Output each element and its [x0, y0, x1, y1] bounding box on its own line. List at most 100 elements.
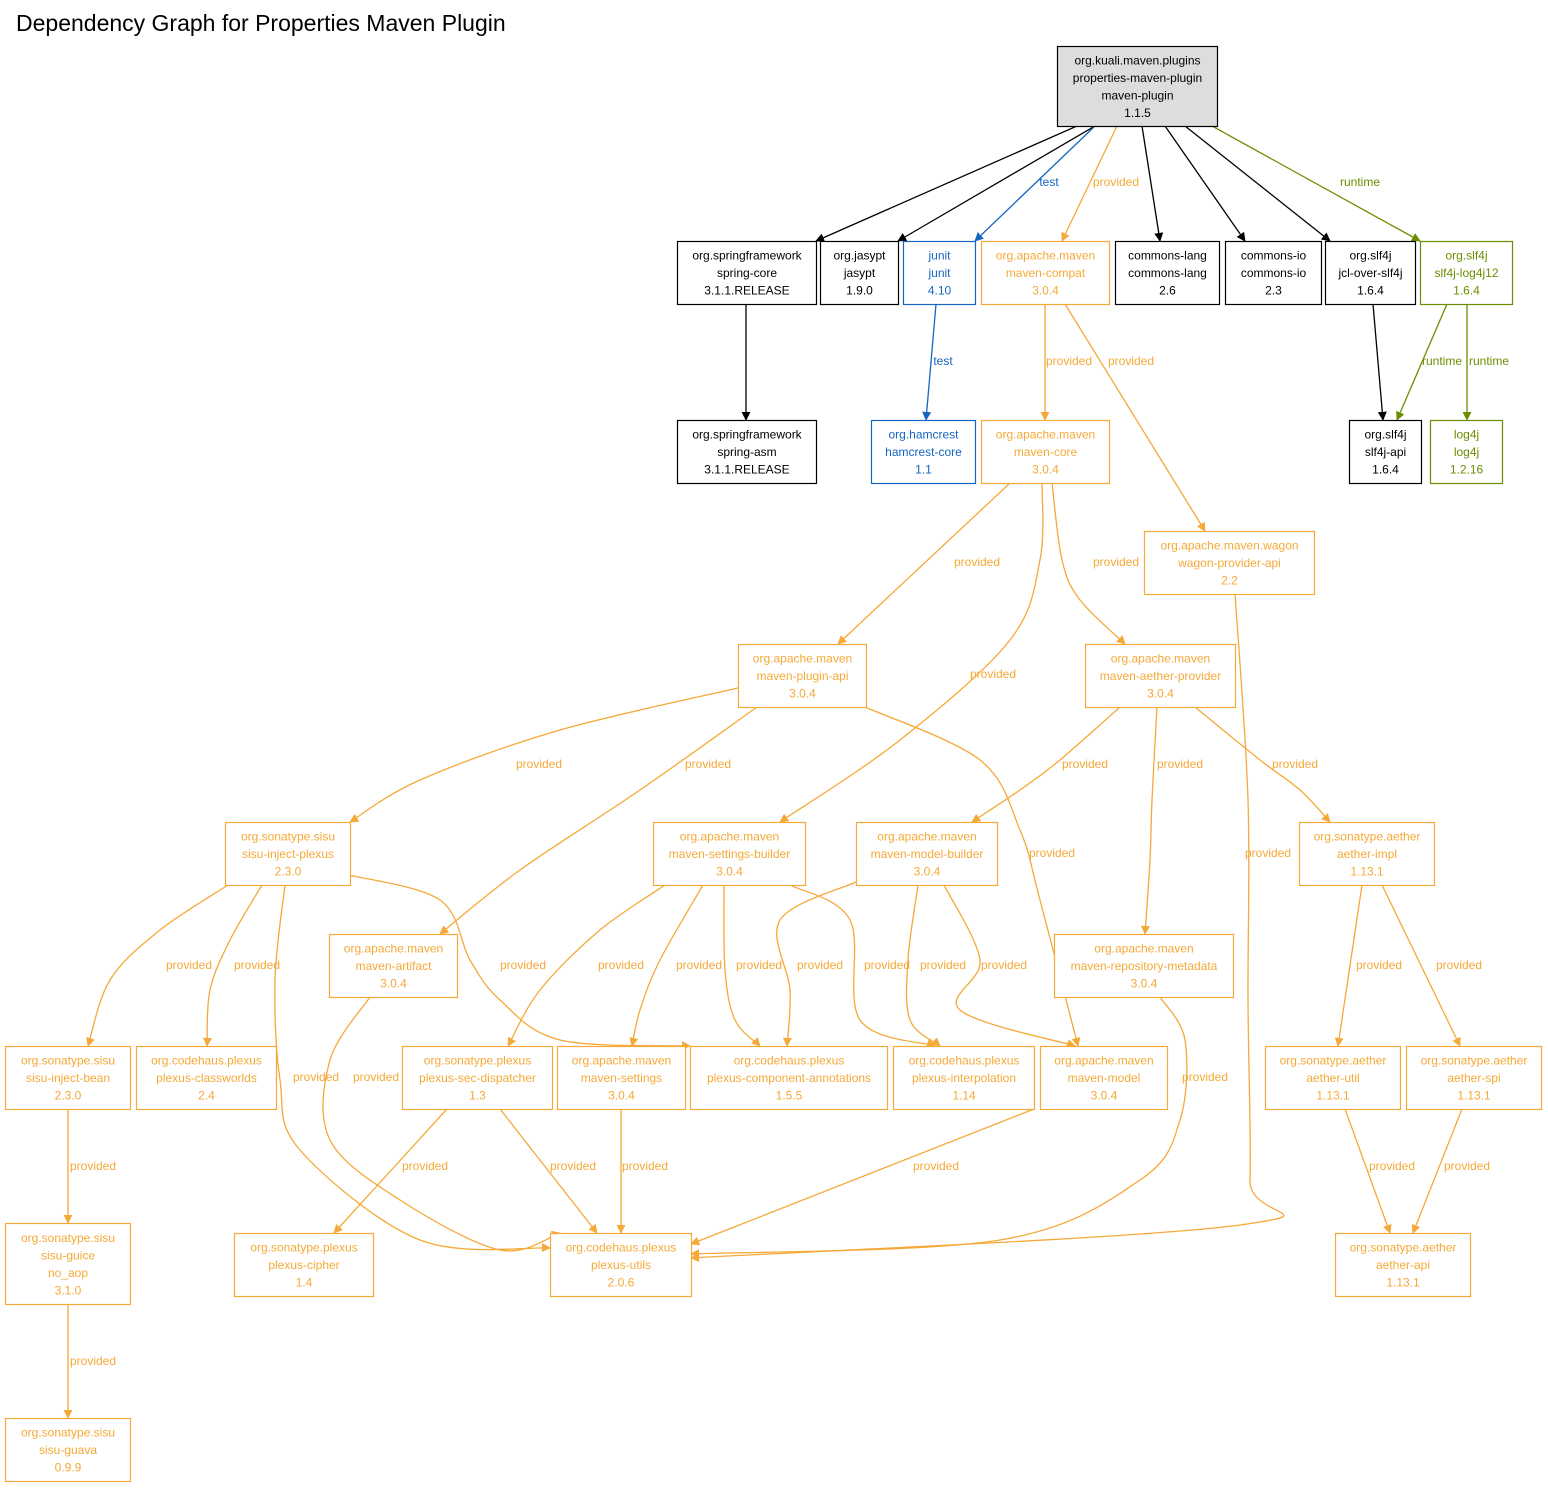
node-box	[980, 419, 1111, 485]
node-box	[1334, 1232, 1472, 1298]
node-label-line: sisu-inject-bean	[26, 1071, 110, 1085]
edge-label: provided	[1436, 958, 1482, 972]
edge-plugin-api-to-maven-artifact	[439, 706, 758, 935]
node-label-line: 3.0.4	[608, 1089, 635, 1103]
node-label-line: 3.0.4	[789, 687, 816, 701]
edge-model-builder-to-maven-model	[943, 884, 1076, 1048]
node-box	[892, 1045, 1036, 1111]
edge-label: provided	[1108, 354, 1154, 368]
edge-wagon-to-plexus-utils	[690, 593, 1285, 1263]
node-label-line: 3.0.4	[1091, 1089, 1118, 1103]
node-box	[689, 1045, 889, 1111]
node-label-line: org.springframework	[692, 428, 802, 442]
node-box	[4, 1417, 132, 1483]
edge-label: provided	[70, 1354, 116, 1368]
node-label-line: junit	[927, 266, 951, 280]
edge-maven-core-to-aether-provider	[1051, 482, 1126, 645]
edge-root-to-jcl-over-slf4j	[1184, 125, 1331, 242]
node-label-line: spring-core	[717, 266, 777, 280]
node-root[interactable]: org.kuali.maven.pluginsproperties-maven-…	[1056, 45, 1219, 128]
edge-label: provided	[1029, 846, 1075, 860]
node-aether-provider[interactable]: org.apache.mavenmaven-aether-provider3.0…	[1084, 643, 1237, 709]
node-label-line: 3.1.1.RELEASE	[704, 284, 789, 298]
node-wagon[interactable]: org.apache.maven.wagonwagon-provider-api…	[1143, 530, 1316, 596]
edge-label: provided	[293, 1070, 339, 1084]
diagram-title: Dependency Graph for Properties Maven Pl…	[16, 10, 506, 36]
edge-sec-dispatcher-to-plexus-utils	[499, 1108, 598, 1234]
node-box	[1264, 1045, 1402, 1111]
edge-label: provided	[1046, 354, 1092, 368]
node-box	[1056, 45, 1219, 128]
edge-label: provided	[622, 1159, 668, 1173]
edge-settings-builder-to-comp-annotations	[723, 884, 761, 1047]
edge-label: provided	[981, 958, 1027, 972]
edge-sisu-inject-plexus-to-sisu-inject-bean	[86, 884, 229, 1047]
edge-label: provided	[797, 958, 843, 972]
edge-model-builder-to-interpolation	[905, 884, 941, 1047]
node-interpolation[interactable]: org.codehaus.plexusplexus-interpolation1…	[892, 1045, 1036, 1111]
node-box	[1224, 240, 1323, 306]
node-settings-builder[interactable]: org.apache.mavenmaven-settings-builder3.…	[652, 821, 807, 887]
edge-plugin-api-to-sisu-inject-plexus	[349, 687, 739, 823]
node-label-line: spring-asm	[717, 445, 776, 459]
node-label-line: 3.0.4	[1147, 687, 1174, 701]
node-spring-core[interactable]: org.springframeworkspring-core3.1.1.RELE…	[676, 240, 818, 306]
node-box	[135, 1045, 278, 1111]
node-label-line: plexus-sec-dispatcher	[419, 1071, 536, 1085]
edge-label: provided	[685, 757, 731, 771]
edge-settings-builder-to-maven-settings	[629, 884, 704, 1047]
node-label-line: 1.6.4	[1372, 463, 1399, 477]
node-label-line: maven-plugin	[1101, 88, 1173, 102]
node-comp-annotations[interactable]: org.codehaus.plexusplexus-component-anno…	[689, 1045, 889, 1111]
node-label-line: 1.6.4	[1453, 284, 1480, 298]
edge-label: provided	[500, 958, 546, 972]
edge-settings-builder-to-interpolation	[789, 884, 936, 1048]
node-label-line: 3.0.4	[380, 977, 407, 991]
node-box	[401, 1045, 554, 1111]
node-spring-asm[interactable]: org.springframeworkspring-asm3.1.1.RELEA…	[676, 419, 818, 485]
node-label-line: org.sonatype.aether	[1350, 1241, 1457, 1255]
node-box	[549, 1232, 693, 1298]
node-label-line: jcl-over-slf4j	[1337, 266, 1402, 280]
edge-label: provided	[1369, 1159, 1415, 1173]
node-label-line: org.sonatype.sisu	[21, 1231, 115, 1245]
node-repo-metadata[interactable]: org.apache.mavenmaven-repository-metadat…	[1053, 933, 1235, 999]
node-label-line: org.apache.maven	[996, 428, 1095, 442]
node-label-line: properties-maven-plugin	[1073, 71, 1202, 85]
node-box	[4, 1222, 132, 1306]
node-label-line: 4.10	[928, 284, 952, 298]
edge-maven-artifact-to-plexus-utils	[322, 996, 561, 1252]
edge-root-to-maven-compat	[1061, 125, 1118, 242]
node-box	[980, 240, 1111, 306]
node-label-line: 1.1	[915, 463, 932, 477]
node-sec-dispatcher[interactable]: org.sonatype.plexusplexus-sec-dispatcher…	[401, 1045, 554, 1111]
node-label-line: org.codehaus.plexus	[909, 1054, 1020, 1068]
